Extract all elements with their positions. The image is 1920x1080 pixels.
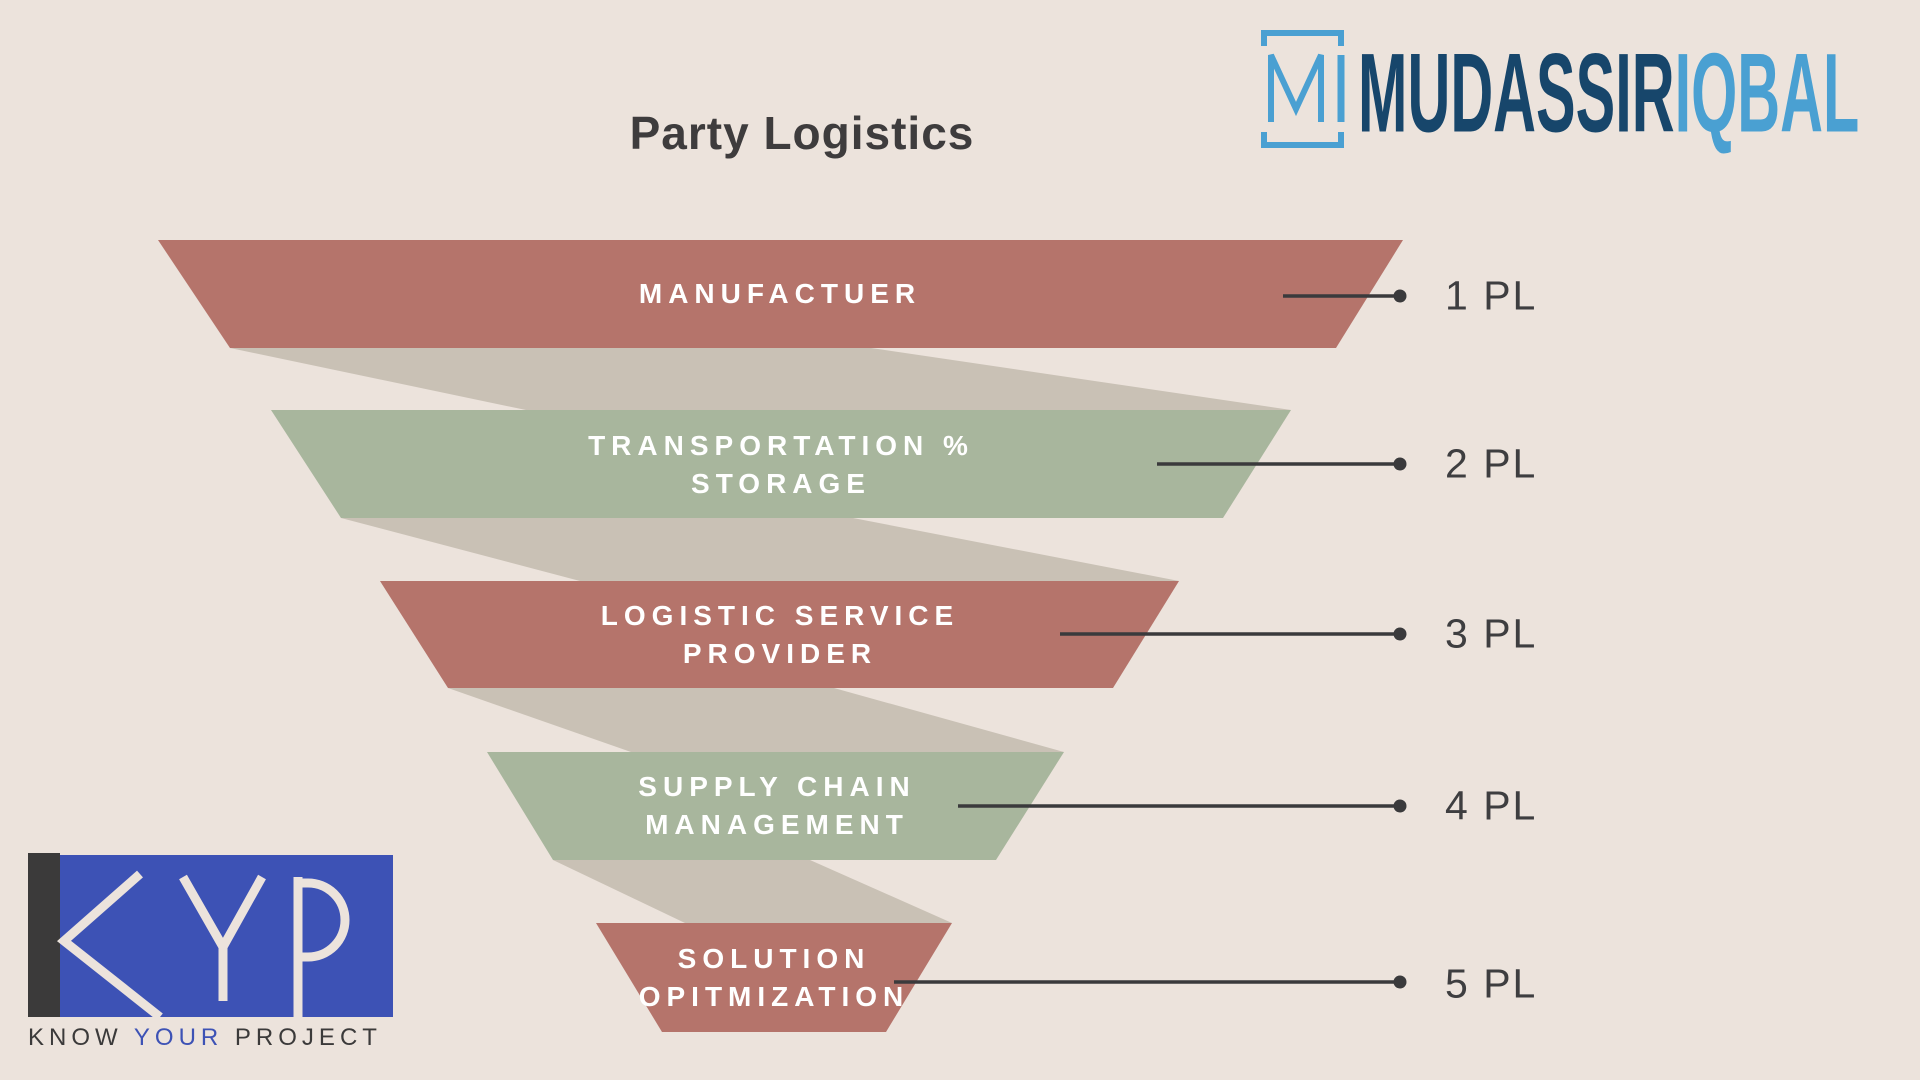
funnel-level-4-shape xyxy=(487,752,1064,860)
funnel-ribbon-3 xyxy=(448,688,1064,752)
brand-wordmark: MUDASSIRIQBAL xyxy=(1358,29,1859,158)
funnel-level-3-label: LOGISTIC SERVICE PROVIDER xyxy=(600,600,960,669)
kyp-tagline: KNOW YOUR PROJECT xyxy=(28,1024,382,1052)
kyp-tagline-know: KNOW xyxy=(28,1024,123,1051)
funnel-level-3-shape xyxy=(380,581,1179,688)
pl-label-4: 4 PL xyxy=(1445,782,1538,829)
kyp-letter-p xyxy=(293,877,350,1017)
funnel-level-1-shape xyxy=(158,240,1403,348)
funnel-ribbon-2 xyxy=(341,518,1179,581)
brand-name-primary: MUDASSIR xyxy=(1358,30,1675,156)
kyp-logo xyxy=(28,853,393,1021)
connector-dot-5 xyxy=(1393,975,1407,989)
kyp-tagline-your: YOUR xyxy=(133,1024,224,1051)
funnel-level-2-label: TRANSPORTATION % STORAGE xyxy=(588,430,974,499)
page-title: Party Logistics xyxy=(629,107,975,159)
kyp-tagline-project: PROJECT xyxy=(234,1024,382,1051)
funnel-ribbon-1 xyxy=(230,348,1291,410)
connector-dot-3 xyxy=(1393,627,1407,641)
funnel-level-4-label: SUPPLY CHAIN MANAGEMENT xyxy=(638,771,916,840)
mi-bracket-bottom xyxy=(1261,132,1344,148)
funnel-level-1-label: MANUFACTUER xyxy=(638,278,922,309)
mi-bracket-top xyxy=(1261,30,1344,46)
pl-label-5: 5 PL xyxy=(1445,960,1538,1007)
kyp-monogram xyxy=(56,870,350,1021)
funnel-level-5-shape xyxy=(596,923,952,1032)
pl-label-3: 3 PL xyxy=(1445,610,1538,657)
kyp-letter-y xyxy=(179,874,266,1001)
pl-label-2: 2 PL xyxy=(1445,440,1538,487)
funnel-level-2-shape xyxy=(271,410,1291,518)
brand-name-secondary: IQBAL xyxy=(1674,30,1860,156)
kyp-dark-bar xyxy=(28,853,60,1017)
pl-label-1: 1 PL xyxy=(1445,272,1538,319)
funnel-ribbon-4 xyxy=(553,860,952,923)
mi-monogram-m xyxy=(1268,53,1324,122)
funnel-level-5-label: SOLUTION OPITMIZATION xyxy=(638,943,910,1012)
mi-monogram xyxy=(1261,30,1345,148)
kyp-letter-k xyxy=(56,870,163,1021)
connector-dot-2 xyxy=(1393,457,1407,471)
connector-dot-1 xyxy=(1393,289,1407,303)
connector-dot-4 xyxy=(1393,799,1407,813)
